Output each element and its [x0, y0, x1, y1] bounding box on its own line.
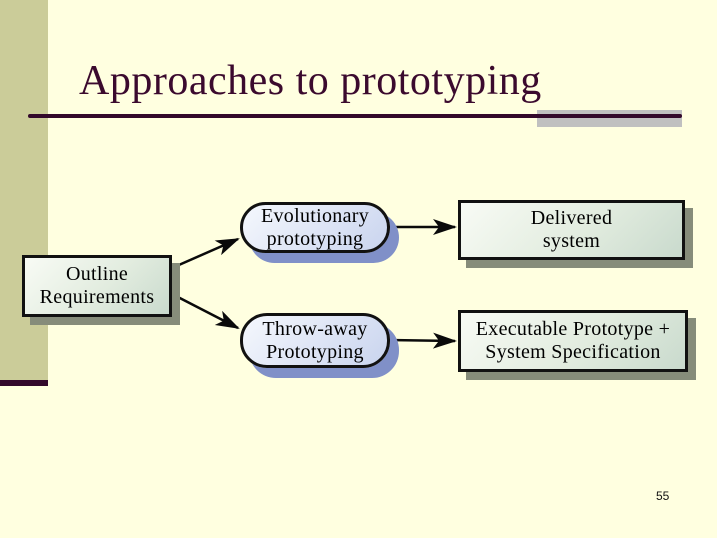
node-label-line: Outline: [65, 263, 129, 285]
node-label-line: Evolutionary: [260, 204, 370, 227]
node-label-line: System Specification: [485, 341, 661, 363]
title-underline: [28, 114, 682, 118]
node-label-line: Throw-away: [262, 317, 368, 340]
title-underline-highlight: [537, 110, 682, 127]
node-delivered-system: Delivered system: [458, 200, 685, 260]
node-evolutionary-prototyping: Evolutionary prototyping: [240, 202, 390, 253]
slide-page-number: 55: [656, 489, 670, 503]
node-label-line: Delivered: [530, 207, 613, 229]
node-executable-prototype: Executable Prototype + System Specificat…: [458, 310, 688, 372]
node-label-line: prototyping: [266, 227, 364, 250]
sidebar-accent-bar: [0, 0, 48, 380]
node-throw-away-prototyping: Throw-away Prototyping: [240, 313, 390, 368]
node-label-line: Requirements: [39, 286, 155, 308]
node-label-line: Executable Prototype +: [475, 318, 671, 340]
node-label-line: Prototyping: [266, 340, 364, 363]
sidebar-accent-underline: [0, 380, 48, 386]
page-title: Approaches to prototyping: [79, 58, 542, 104]
arrow-outline-to-evolutionary: [171, 237, 240, 270]
arrow-throwaway-to-executable: [387, 332, 457, 349]
node-outline-requirements: Outline Requirements: [22, 255, 172, 317]
node-label-line: system: [542, 230, 601, 252]
arrow-outline-to-throwaway: [171, 292, 240, 330]
